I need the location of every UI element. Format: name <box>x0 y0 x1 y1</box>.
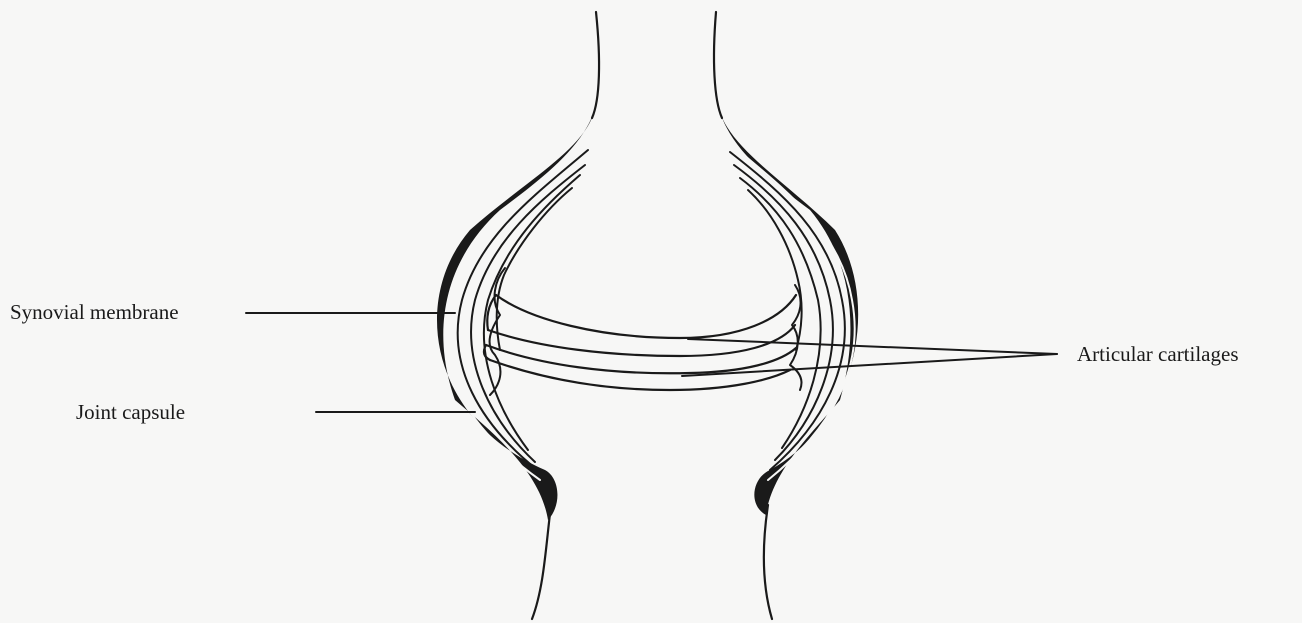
lower-articular-cartilage <box>486 345 796 390</box>
lower-bone-right-edge <box>764 505 772 619</box>
synovial-membrane-label: Synovial membrane <box>10 302 179 323</box>
joint-capsule-label: Joint capsule <box>76 402 185 423</box>
left-capsule-band <box>437 112 594 520</box>
articular-cartilage-leader-upper <box>688 339 1057 354</box>
articular-cartilages-label: Articular cartilages <box>1077 344 1239 365</box>
upper-bone-right-edge <box>714 12 722 118</box>
upper-articular-cartilage <box>488 295 796 356</box>
right-capsule-band <box>720 112 858 515</box>
articular-cartilage-leader-lower <box>682 354 1057 376</box>
upper-bone-left-edge <box>592 12 599 118</box>
